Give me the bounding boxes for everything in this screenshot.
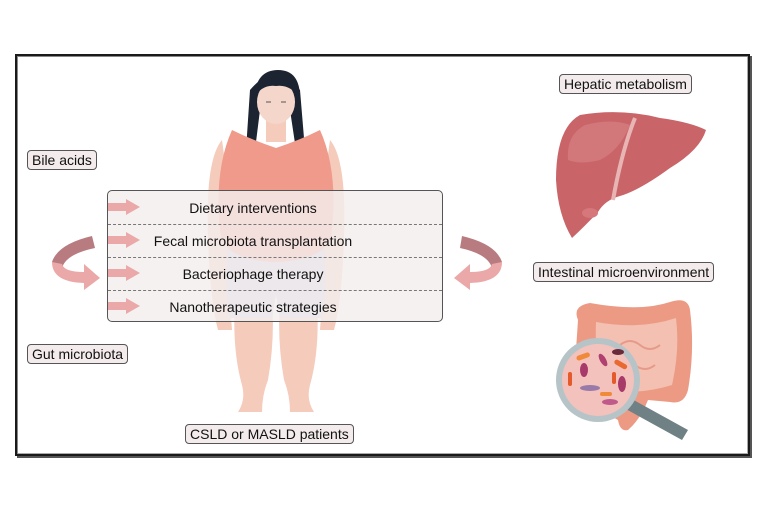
intestinal-microenvironment-label: Intestinal microenvironment <box>533 262 715 282</box>
curved-cycle-arrow-right-icon <box>454 236 502 290</box>
arrow-right-icon <box>108 298 140 314</box>
neck <box>266 120 286 142</box>
arrow-right-icon <box>108 265 140 281</box>
treatment-row: Dietary interventions <box>108 191 442 224</box>
bile-acids-label: Bile acids <box>27 150 97 170</box>
hepatic-metabolism-label: Hepatic metabolism <box>559 74 692 94</box>
gut-microbiota-label: Gut microbiota <box>27 344 129 364</box>
treatment-label: Dietary interventions <box>189 199 317 216</box>
arrow-right-icon <box>108 232 140 248</box>
left-leg <box>234 300 273 412</box>
right-leg <box>279 300 318 412</box>
treatment-row: Fecal microbiota transplantation <box>108 224 442 257</box>
curved-cycle-arrow-left-icon <box>52 236 100 290</box>
liver-icon <box>556 112 706 238</box>
treatment-row: Nanotherapeutic strategies <box>108 290 442 323</box>
row-divider <box>108 257 442 258</box>
treatment-label: Bacteriophage therapy <box>182 265 324 282</box>
row-divider <box>108 290 442 291</box>
row-divider <box>108 224 442 225</box>
face <box>257 80 295 124</box>
treatment-row: Bacteriophage therapy <box>108 257 442 290</box>
patients-label: CSLD or MASLD patients <box>185 424 354 444</box>
frame-shadow <box>17 56 752 458</box>
hair-fringe <box>254 70 300 98</box>
treatment-strategies-box: Dietary interventions Fecal microbiota t… <box>107 190 443 322</box>
arrow-right-icon <box>108 199 140 215</box>
treatment-label: Nanotherapeutic strategies <box>169 298 337 315</box>
treatment-label: Fecal microbiota transplantation <box>153 232 353 249</box>
magnifying-glass-bacteria-icon <box>556 338 688 440</box>
